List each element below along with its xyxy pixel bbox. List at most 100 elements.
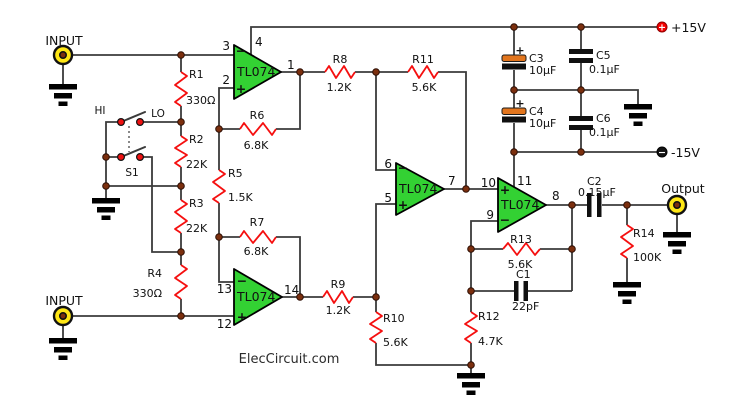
capacitor-c3-plus-sign: +: [515, 44, 524, 57]
opamp-u1-part-label: TL074: [236, 64, 276, 79]
terminal-minus-sign: −: [658, 148, 666, 159]
ground-symbol: [49, 84, 77, 106]
capacitor-c2-ref: C2: [587, 175, 602, 188]
ground-symbol: [613, 282, 641, 304]
ground-symbol: [92, 198, 120, 220]
resistor-r4-ref: R4: [147, 267, 162, 280]
opamp-u2-minus-sign: −: [398, 160, 408, 175]
opamp-u3-plus-sign: +: [237, 309, 247, 324]
input2-label: INPUT: [45, 293, 83, 308]
capacitor-c1-ref: C1: [516, 268, 531, 281]
negative-supply-label: -15V: [671, 145, 700, 160]
opamp-u3-triangle: [233, 268, 283, 326]
terminal-plus-sign: +: [658, 23, 666, 34]
wire-power-cap-bank: [513, 27, 662, 153]
resistor-r7-ref: R7: [250, 216, 265, 229]
junction-dot: [577, 23, 585, 31]
resistor-r9-value: 1.2K: [326, 304, 351, 317]
switch-s1-label: S1: [125, 167, 138, 179]
junction-dot: [568, 201, 576, 209]
resistor-r5-symbol: [212, 169, 226, 204]
resistor-r7-value: 6.8K: [244, 245, 269, 258]
resistor-r9-symbol: [322, 290, 354, 304]
junction-dot: [623, 201, 631, 209]
resistor-r14-symbol: [620, 224, 634, 259]
resistor-r3-symbol: [174, 199, 188, 234]
junction-dot: [102, 182, 110, 190]
opamp-u1-pin-noninv: 2: [222, 73, 230, 87]
opamp-u1-triangle: [233, 44, 282, 100]
junction-dot: [177, 118, 185, 126]
resistor-r8-value: 1.2K: [327, 81, 352, 94]
capacitor-c4-value: 10µF: [529, 117, 556, 130]
capacitor-c5-value: 0.1µF: [589, 63, 620, 76]
opamp-u4-triangle: [497, 177, 547, 233]
junction-dot: [467, 361, 475, 369]
capacitor-c1-value: 22pF: [512, 300, 539, 313]
resistor-r2-symbol: [174, 135, 188, 168]
opamp-u3-pin-out: 14: [284, 283, 299, 297]
resistor-r11-ref: R11: [412, 53, 434, 66]
input2-jack: [52, 305, 74, 327]
capacitor-c1-symbol: [514, 281, 528, 301]
resistor-r1-symbol: [174, 71, 188, 107]
resistor-r6-value: 6.8K: [244, 139, 269, 152]
site-credit: ElecCircuit.com: [239, 352, 340, 367]
resistor-r12-value: 4.7K: [478, 335, 503, 348]
resistor-r8-symbol: [324, 65, 356, 79]
junction-dot: [102, 153, 110, 161]
switch-contact: [116, 117, 125, 126]
junction-dot: [296, 68, 304, 76]
junction-dot: [177, 312, 185, 320]
wire-opamp4-inverting: [470, 220, 498, 373]
opamp-u4-minus-sign: −: [500, 212, 510, 227]
junction-dot: [577, 148, 585, 156]
output-label: Output: [661, 181, 705, 196]
resistor-r3-value: 22K: [186, 222, 208, 235]
capacitor-c3-symbol: [501, 54, 527, 70]
opamp-u1-pin-out: 1: [287, 58, 295, 72]
resistor-r13-value: 5.6K: [508, 258, 533, 271]
switch-contact: [136, 117, 145, 126]
input1-jack: [52, 44, 74, 66]
switch-lever-top: [120, 111, 146, 123]
opamp-u2-triangle: [395, 162, 445, 216]
junction-dot: [296, 293, 304, 301]
input1-label: INPUT: [45, 33, 83, 48]
opamp-u4-pin-inv: 9: [486, 208, 494, 222]
switch-contact: [116, 153, 125, 162]
resistor-r13-symbol: [502, 242, 541, 256]
ground-symbol: [49, 338, 77, 360]
switch-s1: [116, 117, 145, 162]
resistor-r8-ref: R8: [333, 53, 348, 66]
junction-dot: [467, 287, 475, 295]
capacitor-c6-ref: C6: [596, 112, 611, 125]
opamp-u3-pin-inv: 13: [217, 282, 232, 296]
junction-dot: [462, 185, 470, 193]
switch-contact: [136, 153, 145, 162]
wire-power-rail-positive: [250, 26, 662, 56]
positive-supply-terminal: +: [656, 21, 668, 34]
capacitor-c3-value: 10µF: [529, 64, 556, 77]
resistor-r4-value: 330Ω: [133, 287, 162, 300]
junction-dot: [510, 148, 518, 156]
opamp-u1-pin-vcc: 4: [255, 35, 263, 49]
ground-symbol: [624, 104, 652, 126]
resistor-r6-ref: R6: [250, 109, 265, 122]
junction-dot: [467, 245, 475, 253]
resistor-r2-ref: R2: [189, 133, 204, 146]
junction-dot: [177, 182, 185, 190]
switch-lever-bottom: [120, 146, 146, 158]
resistor-r2-value: 22K: [186, 158, 208, 171]
opamp-u4-pin-vee: 11: [517, 174, 532, 188]
resistor-r4-symbol: [174, 264, 188, 300]
resistor-r9-ref: R9: [331, 278, 346, 291]
resistor-r11-symbol: [407, 65, 439, 79]
capacitor-c4-ref: C4: [529, 105, 544, 118]
resistor-r1-value: 330Ω: [186, 94, 215, 107]
resistor-r14-ref: R14: [633, 227, 655, 240]
ground-symbol: [457, 373, 485, 395]
junction-dot: [577, 86, 585, 94]
junction-dot: [215, 233, 223, 241]
